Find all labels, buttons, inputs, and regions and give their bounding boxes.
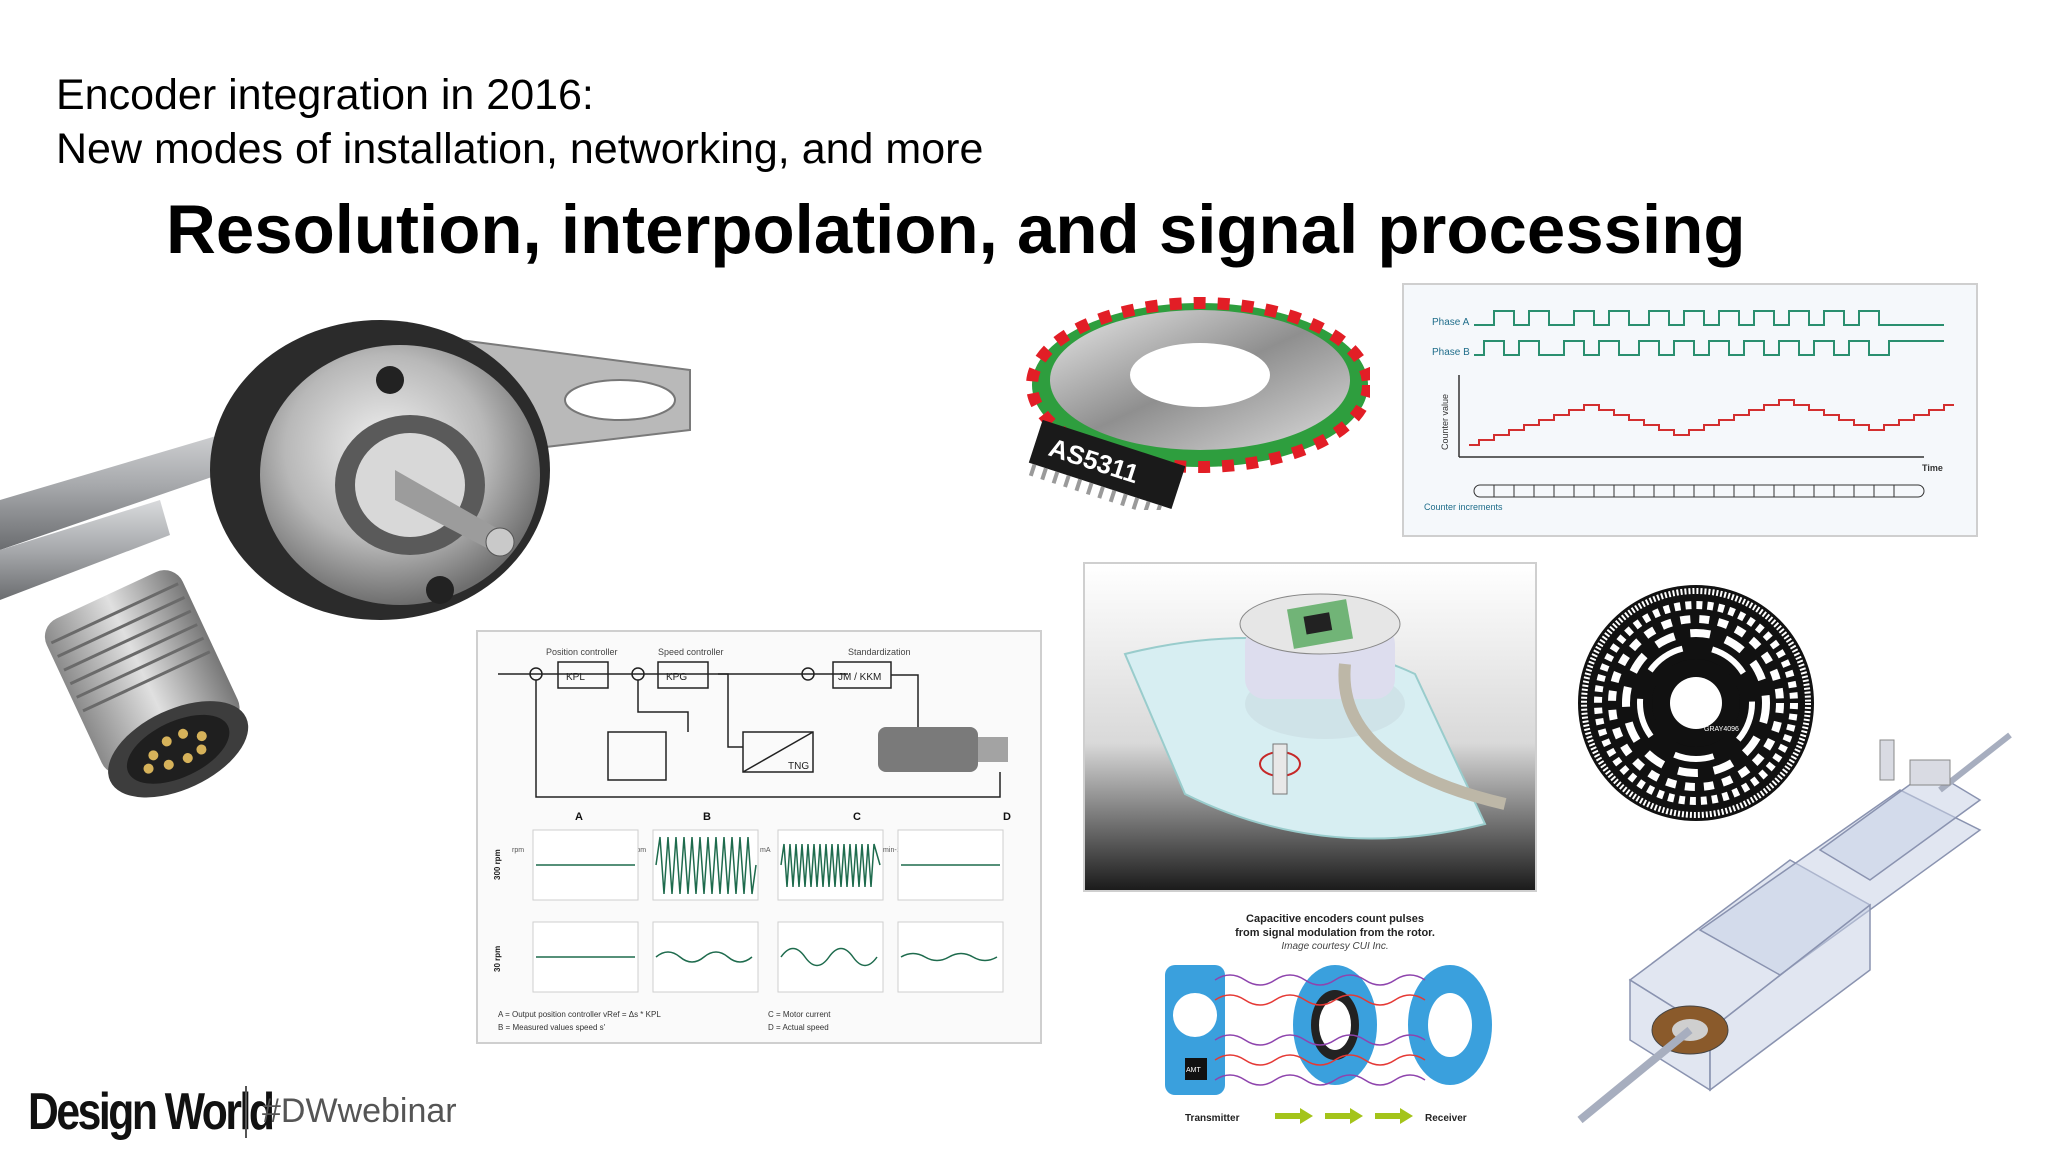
point-b: B (703, 811, 711, 823)
row-label-30: 30 rpm (493, 946, 502, 972)
point-a: A (575, 811, 583, 823)
phase-a-signal (1474, 310, 1944, 326)
unit-label-a: rpm (512, 847, 524, 854)
block-jm-kkm: JM / KKM (838, 672, 881, 683)
legend-a: A = Output position controller vRef = Δs… (498, 1010, 661, 1019)
unit-label-c: mA (760, 847, 771, 854)
footer-divider (245, 1086, 247, 1138)
time-axis: Time (1922, 463, 1943, 473)
point-c: C (853, 811, 861, 823)
counter-value-trace (1469, 399, 1954, 446)
row-label-300: 300 rpm (493, 849, 502, 880)
standardization-label: Standardization (848, 647, 911, 657)
footer-hashtag: #DWwebinar (262, 1092, 457, 1130)
cad-encoder-render (1083, 562, 1537, 892)
receiver-label: Receiver (1425, 1113, 1467, 1124)
counter-increments-label: Counter increments (1424, 502, 1503, 512)
design-world-logo: Design World (28, 1083, 275, 1141)
encoder-photo (0, 300, 700, 800)
quadrature-signal-figure: Phase A Phase B Counter value Time Count… (1402, 283, 1978, 537)
speed-controller-label: Speed controller (658, 647, 724, 657)
capacitive-credit: Image courtesy CUI Inc. (1281, 941, 1388, 952)
position-controller-label: Position controller (546, 647, 618, 657)
phase-a-label: Phase A (1432, 317, 1470, 328)
header-line-2: New modes of installation, networking, a… (56, 125, 984, 173)
legend-c: C = Motor current (768, 1010, 831, 1019)
legend-b: B = Measured values speed s' (498, 1023, 606, 1032)
unit-label-b: rpm (634, 847, 646, 854)
point-d: D (1003, 811, 1011, 823)
disc-label: GRAY4096 (1704, 726, 1739, 733)
capacitive-caption-2: from signal modulation from the rotor. (1235, 927, 1435, 939)
block-kpl: KPL (566, 672, 585, 683)
chip-amt: AMT (1186, 1067, 1202, 1074)
capacitive-caption-1: Capacitive encoders count pulses (1246, 913, 1424, 925)
phase-b-signal (1474, 340, 1944, 356)
unit-label-d: Umin-1 (878, 847, 901, 854)
magnetic-ring-image: AS5311 (1010, 290, 1370, 510)
legend-d: D = Actual speed (768, 1023, 829, 1032)
control-loop-figure: Position controller Speed controller Sta… (476, 630, 1042, 1044)
phase-b-label: Phase B (1432, 347, 1470, 358)
capacitive-encoder-figure: Capacitive encoders count pulses from si… (1155, 910, 1515, 1130)
block-tng: TNG (788, 761, 809, 772)
header-line-1: Encoder integration in 2016: (56, 71, 594, 119)
slide-title: Resolution, interpolation, and signal pr… (166, 191, 1746, 268)
linear-encoder-assembly (1570, 730, 2020, 1130)
block-kpg: KPG (666, 672, 687, 683)
transmitter-label: Transmitter (1185, 1113, 1240, 1124)
absolute-encoder-disc: GRAY4096 (1576, 583, 1816, 823)
counter-value-axis: Counter value (1440, 394, 1450, 450)
